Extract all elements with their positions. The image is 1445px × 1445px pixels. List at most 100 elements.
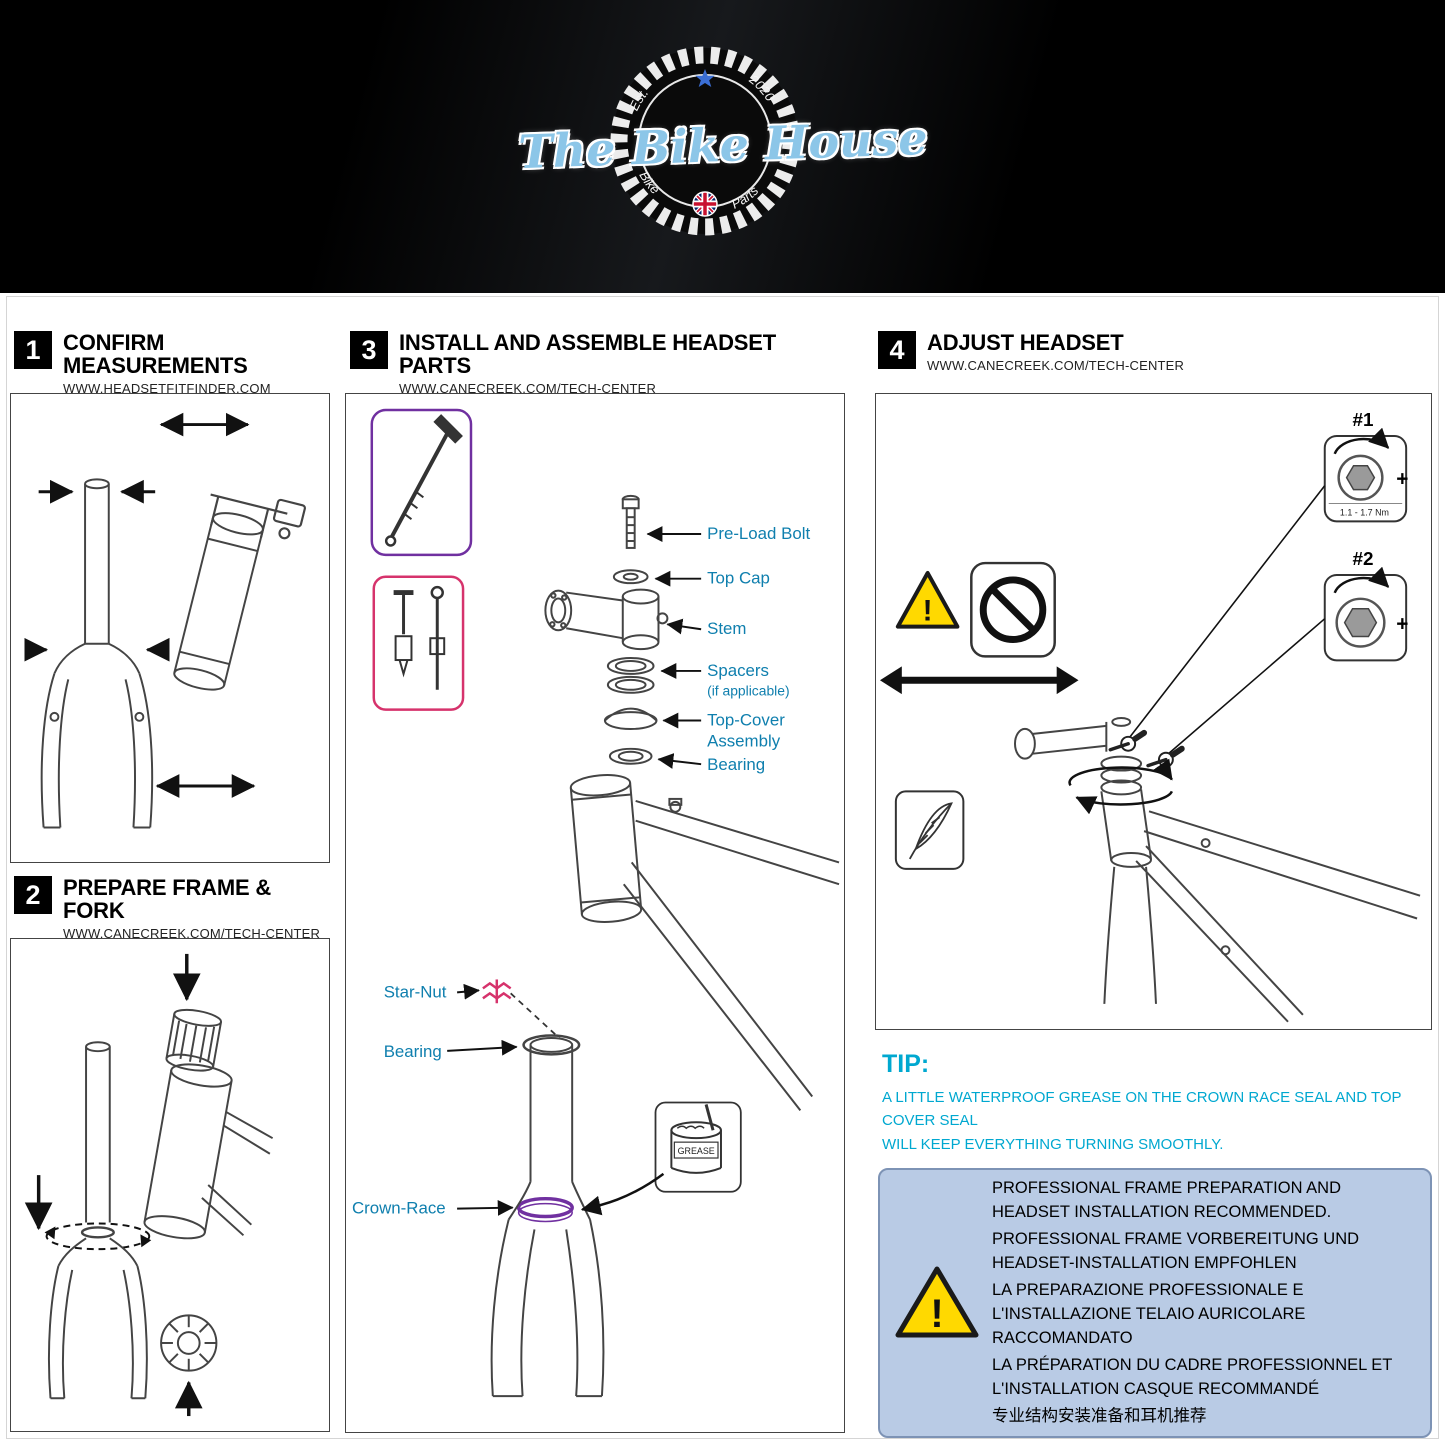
label-spacers: Spacers xyxy=(707,661,769,680)
grease-can-icon xyxy=(670,1104,722,1174)
stem-assembly-illustration xyxy=(1014,716,1421,1023)
pointing-hand-icon xyxy=(1108,729,1148,752)
notice-warning-icon: ! xyxy=(895,1266,979,1338)
step1-callout-label: #1 xyxy=(1353,409,1374,430)
step3-header: 3 INSTALL AND ASSEMBLE HEADSET PARTS WWW… xyxy=(350,331,850,396)
no-symbol-icon xyxy=(970,561,1056,658)
notice-line-de: PROFESSIONAL FRAME VORBEREITUNG UND HEAD… xyxy=(992,1230,1360,1273)
stem-part xyxy=(544,588,669,651)
step4-title: ADJUST HEADSET xyxy=(927,330,1124,355)
notice-line-zh: 专业结构安装准备和耳机推荐 xyxy=(992,1406,1207,1425)
step4-url: WWW.CANECREEK.COM/TECH-CENTER xyxy=(927,358,1185,374)
label-bearing-lower: Bearing xyxy=(384,1042,442,1061)
label-star-nut: Star-Nut xyxy=(384,982,447,1001)
adjust-headset-diagram: #1 + 1.1 - 1.7 Nm #2 + xyxy=(879,409,1421,1023)
width-arrows xyxy=(155,412,256,798)
crown-race-ring xyxy=(80,1226,115,1239)
top-cover-part xyxy=(603,707,658,730)
grease-can-box xyxy=(654,1101,742,1193)
slide-hammer-tool-box xyxy=(370,408,473,557)
uk-flag-icon xyxy=(692,191,718,217)
step2-number: 2 xyxy=(14,876,52,914)
frame-illustration xyxy=(569,774,840,1112)
preload-bolt-part xyxy=(621,494,640,549)
step3-title: INSTALL AND ASSEMBLE HEADSET PARTS xyxy=(399,330,776,379)
step2-url: WWW.CANECREEK.COM/TECH-CENTER xyxy=(63,926,321,942)
notice-line-it: LA PREPARAZIONE PROFESSIONALE E L'INSTAL… xyxy=(992,1281,1306,1347)
panel-confirm-measurements xyxy=(10,393,330,863)
star-nut-guide-line xyxy=(510,992,561,1040)
tip-block: TIP: A LITTLE WATERPROOF GREASE ON THE C… xyxy=(882,1050,1434,1156)
brand-banner: Est. 2020 Bike Parts The xyxy=(0,0,1445,293)
grease-apply-arrow xyxy=(580,1172,665,1216)
step1-header: 1 CONFIRM MEASUREMENTS WWW.HEADSETFITFIN… xyxy=(14,331,334,396)
fork-measurement-diagram xyxy=(24,412,306,829)
callout-lines xyxy=(1125,485,1326,759)
head-tube-illustration xyxy=(143,1063,274,1240)
step3-url: WWW.CANECREEK.COM/TECH-CENTER xyxy=(399,381,657,397)
grease-label: GREASE xyxy=(678,1146,715,1156)
panel-adjust-headset: #1 + 1.1 - 1.7 Nm #2 + xyxy=(875,393,1432,1030)
cup-press-tool xyxy=(165,1008,223,1072)
tip-line-2: WILL KEEP EVERYTHING TURNING SMOOTHLY. xyxy=(882,1135,1224,1153)
notice-line-en: PROFESSIONAL FRAME PREPARATION AND HEADS… xyxy=(992,1179,1342,1222)
label-stem: Stem xyxy=(707,619,746,638)
steerer-tube-illustration xyxy=(85,1041,111,1223)
head-tube-illustration xyxy=(173,512,264,691)
fork-crown-illustration xyxy=(490,1181,605,1398)
chainring-logo: Est. 2020 Bike Parts xyxy=(610,46,800,236)
plus-sign-1: + xyxy=(1396,468,1408,491)
punch-tool-box xyxy=(372,575,465,711)
label-spacers-note: (if applicable) xyxy=(707,683,790,699)
step1-number: 1 xyxy=(14,331,52,369)
crown-race-part xyxy=(516,1196,574,1223)
headset-exploded-diagram: GREASE Pre-Load Bolt Top Cap Stem Spacer… xyxy=(352,408,840,1398)
step2-header: 2 PREPARE FRAME & FORK WWW.CANECREEK.COM… xyxy=(14,876,334,941)
star-nut-part xyxy=(482,979,512,1004)
steerer-rotation-arrows xyxy=(1068,758,1174,815)
star-nut-tool xyxy=(160,1314,218,1372)
slide-hammer-icon xyxy=(384,414,463,547)
frame-fork-prep-diagram xyxy=(24,953,274,1417)
step3-number: 3 xyxy=(350,331,388,369)
tip-title: TIP: xyxy=(882,1050,930,1078)
hex-adjust-icon-1 xyxy=(1323,427,1408,523)
step1-title: CONFIRM MEASUREMENTS xyxy=(63,330,248,379)
fork-illustration xyxy=(40,478,154,829)
top-cap-part xyxy=(612,569,649,585)
plus-sign-2: + xyxy=(1396,613,1408,636)
bearing-upper-part xyxy=(608,747,653,765)
gear-teeth-icon xyxy=(610,46,800,236)
label-top-cap: Top Cap xyxy=(707,569,770,588)
label-crown-race: Crown-Race xyxy=(352,1199,446,1218)
press-down-arrow xyxy=(24,953,201,1231)
feather-box xyxy=(894,790,965,870)
punch-tools-icon xyxy=(393,585,446,690)
bearing-lower-part xyxy=(522,1034,581,1056)
hex-adjust-icon-2 xyxy=(1323,566,1408,662)
rotation-arrows xyxy=(44,1222,152,1251)
label-top-cover-1: Top-Cover xyxy=(707,711,785,730)
label-top-cover-2: Assembly xyxy=(707,731,781,750)
spacers-part xyxy=(606,657,655,694)
pointing-hand-icon xyxy=(1146,745,1185,768)
steerer-measure-arrows xyxy=(24,479,170,662)
tip-line-1: A LITTLE WATERPROOF GREASE ON THE CROWN … xyxy=(882,1089,1402,1130)
notice-text: PROFESSIONAL FRAME PREPARATION AND HEADS… xyxy=(992,1174,1416,1431)
notice-line-fr: LA PRÉPARATION DU CADRE PROFESSIONNEL ET… xyxy=(992,1355,1393,1398)
part-label-arrows xyxy=(447,526,702,1216)
step4-header: 4 ADJUST HEADSET WWW.CANECREEK.COM/TECH-… xyxy=(878,331,1398,373)
fork-crown-illustration xyxy=(47,1237,148,1400)
star-icon xyxy=(695,69,715,87)
warning-triangle-icon xyxy=(895,571,960,629)
panel-install-assemble: GREASE Pre-Load Bolt Top Cap Stem Spacer… xyxy=(345,393,845,1433)
step1-url: WWW.HEADSETFITFINDER.COM xyxy=(63,381,271,397)
feather-icon xyxy=(908,802,953,860)
caliper-icon xyxy=(210,493,306,540)
step4-number: 4 xyxy=(878,331,916,369)
torque-spec: 1.1 - 1.7 Nm xyxy=(1340,507,1389,517)
notice-box: ! PROFESSIONAL FRAME PREPARATION AND HEA… xyxy=(878,1168,1432,1438)
side-play-arrow xyxy=(879,666,1079,695)
step2-title: PREPARE FRAME & FORK xyxy=(63,875,272,924)
